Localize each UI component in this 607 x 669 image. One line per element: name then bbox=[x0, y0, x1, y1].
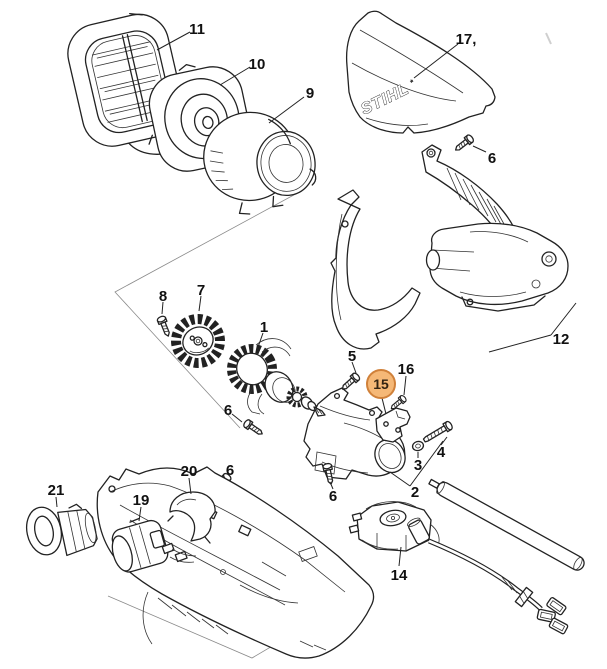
spade-connector bbox=[548, 617, 569, 635]
part-label-4[interactable]: 4 bbox=[437, 444, 446, 461]
part-label-6[interactable]: 6 bbox=[226, 462, 234, 479]
part-12-handle-housing[interactable] bbox=[330, 144, 577, 353]
part-label-11[interactable]: 11 bbox=[189, 21, 205, 38]
part-label-2[interactable]: 2 bbox=[411, 484, 419, 501]
part-3-washer[interactable] bbox=[411, 440, 425, 452]
part-4-bolt[interactable] bbox=[422, 420, 454, 444]
part-label-20[interactable]: 20 bbox=[181, 463, 198, 480]
spade-connector bbox=[536, 608, 556, 623]
part-label-6[interactable]: 6 bbox=[488, 150, 496, 167]
part-19-sleeve[interactable] bbox=[106, 513, 170, 575]
part-15-callout[interactable]: 15 bbox=[366, 369, 396, 399]
leader-lines bbox=[55, 31, 487, 567]
part-label-19[interactable]: 19 bbox=[133, 492, 150, 509]
part-label-12[interactable]: 12 bbox=[553, 331, 570, 348]
part-label-14[interactable]: 14 bbox=[391, 567, 408, 584]
part-label-16[interactable]: 16 bbox=[398, 361, 415, 378]
wire-harness[interactable] bbox=[428, 538, 569, 635]
part-6-screw[interactable] bbox=[452, 133, 476, 155]
part-15-plate[interactable] bbox=[375, 407, 411, 443]
part-label-5[interactable]: 5 bbox=[348, 348, 356, 365]
part-label-3[interactable]: 3 bbox=[414, 457, 422, 474]
part-label-8[interactable]: 8 bbox=[159, 288, 167, 305]
part-label-9[interactable]: 9 bbox=[306, 85, 314, 102]
part-label-6[interactable]: 6 bbox=[329, 488, 337, 505]
part-label-6[interactable]: 6 bbox=[224, 402, 232, 419]
wire-terminals bbox=[161, 542, 197, 563]
part-labels: 11 10 9 17, 6 12 8 7 1 6 5 16 3 4 2 6 20… bbox=[48, 21, 570, 584]
spade-connector bbox=[546, 597, 567, 616]
part-20-clip[interactable] bbox=[167, 491, 216, 544]
faint-label-fragment bbox=[545, 32, 552, 45]
part-17-shroud-cover[interactable]: STIHL * bbox=[345, 10, 552, 134]
part-label-1[interactable]: 1 bbox=[260, 319, 268, 336]
part-8-screw[interactable] bbox=[155, 314, 173, 339]
part-label-7[interactable]: 7 bbox=[197, 282, 205, 299]
part-2-gear-housing[interactable] bbox=[303, 387, 444, 487]
stihl-logo-mark: * bbox=[408, 77, 416, 88]
drive-tube[interactable] bbox=[427, 476, 587, 573]
part-5-screw[interactable] bbox=[338, 371, 362, 393]
part-label-21[interactable]: 21 bbox=[48, 482, 65, 499]
part-label-10[interactable]: 10 bbox=[249, 56, 266, 73]
part-15-highlight-circle bbox=[366, 369, 396, 399]
part-label-17[interactable]: 17, bbox=[456, 31, 477, 48]
part-21-grommet[interactable] bbox=[22, 502, 99, 558]
part-1-armature[interactable] bbox=[224, 338, 326, 417]
part-9-fan-housing[interactable] bbox=[198, 104, 321, 219]
part-6-screw[interactable] bbox=[241, 418, 266, 439]
part-14-switch[interactable] bbox=[348, 501, 440, 552]
part-7-flywheel[interactable] bbox=[171, 314, 225, 368]
part-label-15: 15 bbox=[373, 376, 389, 392]
